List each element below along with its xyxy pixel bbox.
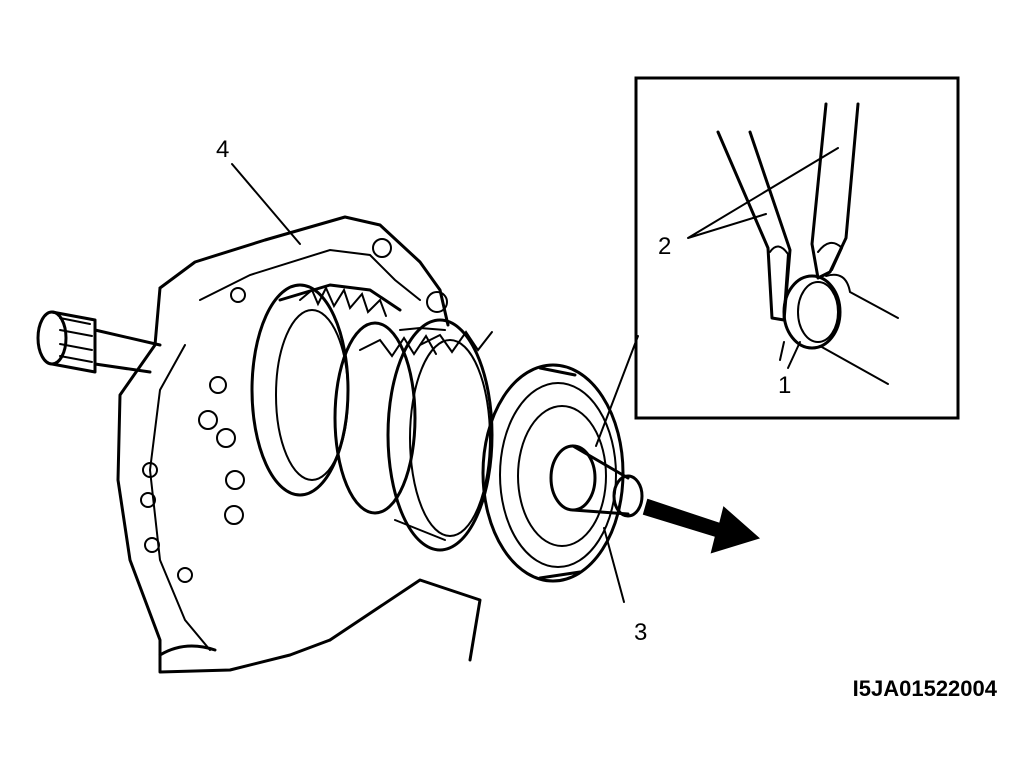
bolt-holes: [140, 238, 448, 583]
figure-code: I5JA01522004: [852, 676, 997, 701]
snap-ring-pliers: [716, 102, 860, 322]
bearing-sleeve: [481, 363, 644, 583]
input-shaft: [36, 310, 162, 374]
callout-4: 4: [216, 136, 229, 163]
detail-inset: [634, 76, 960, 420]
callout-1: 1: [778, 372, 791, 399]
removal-direction-arrow: [642, 498, 761, 554]
leader-lines: [231, 147, 839, 603]
callout-3: 3: [634, 619, 647, 646]
gear-assembly: [250, 283, 494, 552]
callout-2: 2: [658, 233, 671, 260]
snap-ring: [779, 273, 899, 385]
transmission-case: [116, 215, 482, 674]
